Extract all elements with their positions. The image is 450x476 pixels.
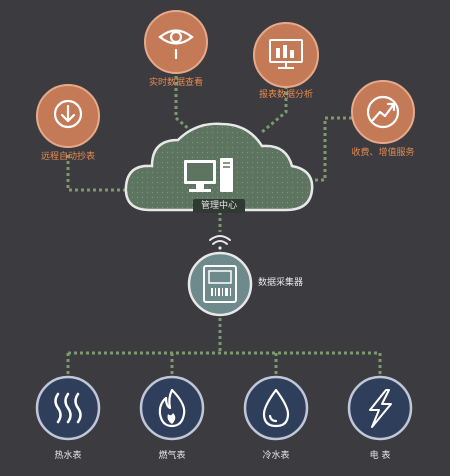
- heat-waves-icon: [54, 392, 82, 424]
- meter-electric: [347, 375, 413, 441]
- connector-lines: [66, 70, 382, 376]
- data-collector-device-icon: [203, 265, 237, 303]
- label-data-collector: 数据采集器: [258, 278, 304, 288]
- download-arrow-icon: [53, 99, 83, 129]
- label-management-center: 管理中心: [200, 201, 238, 211]
- label-report-analysis: 报表数据分析: [258, 90, 314, 100]
- desktop-computer-icon: [184, 158, 233, 192]
- service-report: [253, 22, 319, 88]
- label-remote-reading: 远程自动抄表: [40, 152, 96, 162]
- label-realtime-query: 实时数据查看: [148, 78, 204, 88]
- eye-magnifier-icon: [158, 29, 194, 60]
- label-cold-water-meter: 冷水表: [262, 451, 290, 461]
- center-label-bg: [193, 199, 245, 213]
- monitor-chart-icon: [269, 39, 303, 69]
- service-billing: [351, 80, 415, 144]
- data-collector: [187, 251, 253, 317]
- wifi-signal-icon: [209, 235, 231, 250]
- water-drop-icon: [262, 388, 290, 428]
- label-gas-meter: 燃气表: [158, 451, 186, 461]
- service-realtime: [144, 10, 208, 74]
- label-hot-water-meter: 热水表: [54, 451, 82, 461]
- flame-icon: [158, 388, 186, 428]
- meter-cold-water: [243, 375, 309, 441]
- service-remote-reading: [36, 84, 100, 148]
- meter-gas: [139, 375, 205, 441]
- management-cloud: [124, 122, 314, 213]
- lightning-icon: [369, 389, 392, 428]
- growth-chart-icon: [366, 95, 400, 129]
- meter-hot-water: [35, 375, 101, 441]
- label-electric-meter: 电 表: [369, 451, 391, 461]
- label-billing: 收费、增值服务: [351, 148, 415, 158]
